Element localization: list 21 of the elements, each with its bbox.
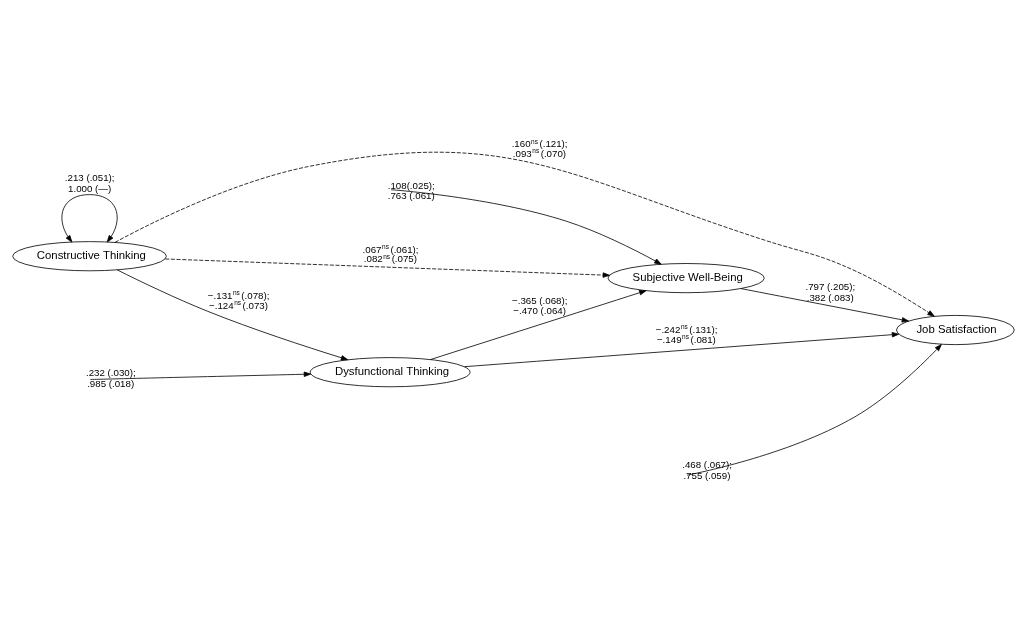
edge-label: .232 (.030); .985 (.018) xyxy=(85,367,136,389)
arrow xyxy=(61,194,118,243)
edge-label: −.131$^{ns}$ (.078); −.124$^{ns}$ (.073) xyxy=(207,289,270,311)
arrow xyxy=(114,151,935,317)
arrow xyxy=(464,332,900,368)
edge-label: .213 (.051); 1.000 (—) xyxy=(64,172,115,194)
edge-label: .468 (.067); .755 (.059) xyxy=(682,459,732,481)
edge-label: .067$^{ns}$ (.061); .082$^{ns}$ (.075) xyxy=(362,243,419,265)
arrow xyxy=(686,344,942,476)
arrow xyxy=(390,189,662,265)
arrow xyxy=(90,371,312,380)
arrow xyxy=(165,258,610,278)
arrow xyxy=(740,288,910,323)
edge-label: .797 (.205); .382 (.083) xyxy=(805,280,856,303)
edge-label: .108(.025); .763 (.061) xyxy=(387,179,435,202)
node-ellipse: Constructive Thinking xyxy=(12,241,167,272)
edge-label: −.242$^{ns}$ (.131); −.149$^{ns}$ (.081) xyxy=(655,323,718,345)
arrow xyxy=(116,269,349,361)
arrow xyxy=(430,290,647,360)
edge-label: −.365 (.068); −.470 (.064) xyxy=(512,294,568,317)
edge-label: .160$^{ns}$ (.121); .093$^{ns}$ (.070) xyxy=(511,137,568,159)
